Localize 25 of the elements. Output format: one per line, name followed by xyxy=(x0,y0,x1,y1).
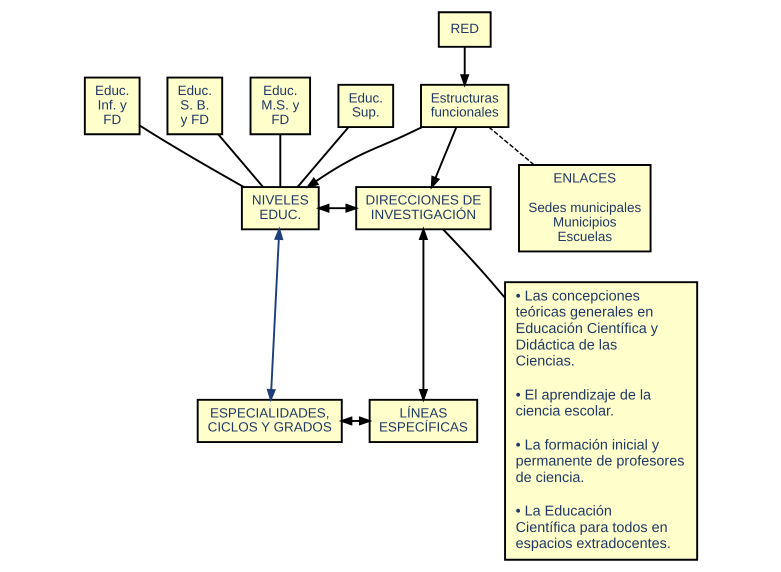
connector xyxy=(296,126,349,188)
node-box: Estructuras funcionales xyxy=(420,84,509,128)
node-box: ESPECIALIDADES, CICLOS Y GRADOS xyxy=(196,398,342,444)
arrow xyxy=(266,226,283,402)
node-box: Educ. S. B. y FD xyxy=(166,76,223,136)
node-box: NIVELES EDUC. xyxy=(240,186,320,230)
arrow xyxy=(338,416,372,426)
arrow xyxy=(418,226,428,402)
node-box: Educ. M.S. y FD xyxy=(249,76,311,136)
node-box: DIRECCIONES DE INVESTIGACIÓN xyxy=(354,186,492,230)
arrow xyxy=(315,203,358,213)
node-box: ENLACES Sedes municipales Municipios Escuelas xyxy=(518,164,652,252)
arrow xyxy=(460,47,469,88)
connector xyxy=(138,124,244,188)
connector xyxy=(488,126,534,166)
connector xyxy=(216,134,264,188)
connector xyxy=(442,228,506,298)
node-box: • Las concepciones teóricas generales en Educación Científica y Didáctica de las Ciencias. • El aprendizaje de la ciencia escolar. • La formación inicial y permanente de profesores de ciencia. • La Educación Científica para todos en espacios extradocentes. xyxy=(504,281,698,561)
arrow xyxy=(430,126,457,190)
node-box: RED xyxy=(437,11,492,48)
node-box: Educ. Sup. xyxy=(336,84,394,128)
node-box: LÍNEAS ESPECÍFICAS xyxy=(368,398,478,444)
connector xyxy=(278,134,281,187)
node-box: Educ. Inf. y FD xyxy=(83,76,140,136)
arrow xyxy=(304,126,422,189)
